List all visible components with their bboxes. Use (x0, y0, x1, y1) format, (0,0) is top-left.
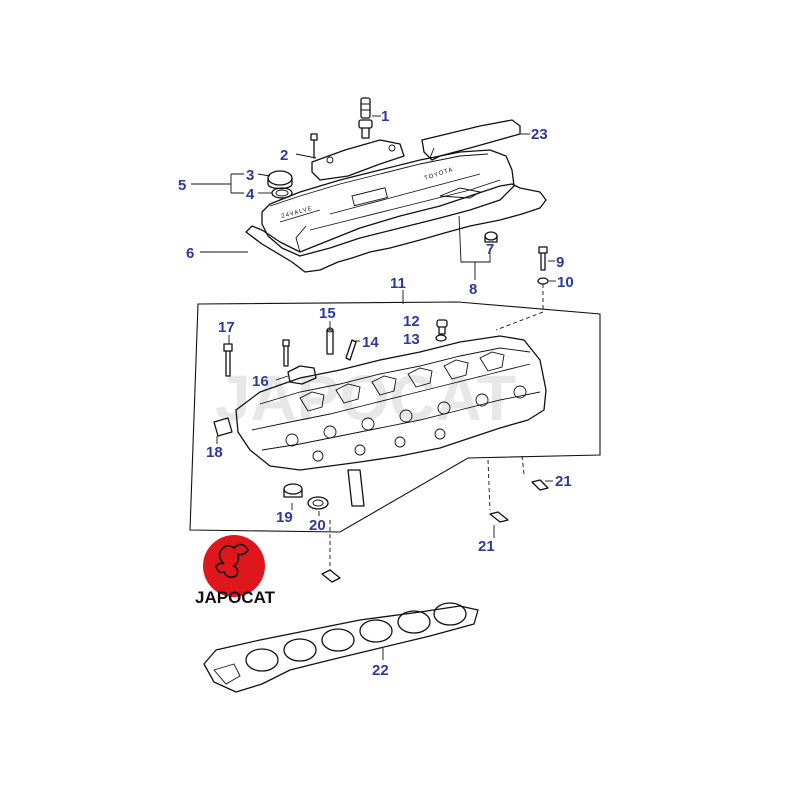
tube (347, 469, 365, 507)
part-17-bolt (223, 343, 233, 377)
callout-2: 2 (280, 147, 288, 164)
cover-stamp-24valve: 24VALVE (281, 206, 314, 220)
callout-12: 12 (403, 313, 420, 330)
part-16-clamp (282, 339, 317, 385)
cylinder-head (235, 335, 547, 471)
callout-1: 1 (381, 108, 389, 125)
part-20-seal (307, 496, 329, 510)
part-7-grommet (484, 231, 498, 243)
callout-14: 14 (362, 334, 379, 351)
part-18-plug (213, 417, 233, 437)
callout-4: 4 (246, 186, 255, 203)
part-9-bolt (538, 246, 548, 271)
japocat-logo: JAPOCAT (195, 535, 276, 607)
callout-9: 9 (556, 254, 564, 271)
part-22-head-gasket (203, 602, 479, 693)
valve-cover: 24VALVE TOYOTA (245, 149, 547, 273)
part-10-washer (537, 277, 549, 285)
callout-17: 17 (218, 319, 235, 336)
callout-7: 7 (486, 241, 494, 258)
callout-10: 10 (557, 274, 574, 291)
logo-text: JAPOCAT (195, 588, 276, 607)
callout-18: 18 (206, 444, 223, 461)
dowel-lower (321, 569, 341, 583)
callout-13: 13 (403, 331, 420, 348)
callout-5: 5 (178, 177, 186, 194)
logo-cat-mark (215, 543, 249, 579)
part-21-stud-lower (489, 511, 509, 523)
part-2-cover-plate (310, 133, 405, 181)
part-21-stud-upper (531, 479, 549, 491)
part-14-stud (345, 339, 357, 361)
part-12-plug (436, 319, 448, 335)
callout-21b: 21 (478, 538, 495, 555)
part-19-seal (283, 483, 303, 498)
callout-3: 3 (246, 167, 254, 184)
part-1-fitting (358, 97, 373, 139)
head-assembly-frame (189, 301, 601, 533)
part-4-cap-gasket (271, 187, 293, 199)
part-15-bolt (326, 327, 334, 355)
part-23-bracket (421, 119, 521, 161)
callout-21a: 21 (555, 473, 572, 490)
callout-6: 6 (186, 245, 194, 262)
callout-23: 23 (531, 126, 548, 143)
callout-20: 20 (309, 517, 326, 534)
part-3-oil-cap (267, 170, 293, 190)
callout-22: 22 (372, 662, 389, 679)
callout-11: 11 (390, 275, 406, 292)
leader-lines (191, 115, 556, 660)
callout-15: 15 (319, 305, 336, 322)
callout-16: 16 (252, 373, 269, 390)
cover-stamp-brand: TOYOTA (424, 167, 455, 182)
part-13-washer (435, 334, 447, 342)
callout-19: 19 (276, 509, 293, 526)
callout-8: 8 (469, 281, 477, 298)
callouts: 1 2 3 4 5 6 7 8 9 10 11 12 13 14 15 16 1… (178, 108, 574, 679)
